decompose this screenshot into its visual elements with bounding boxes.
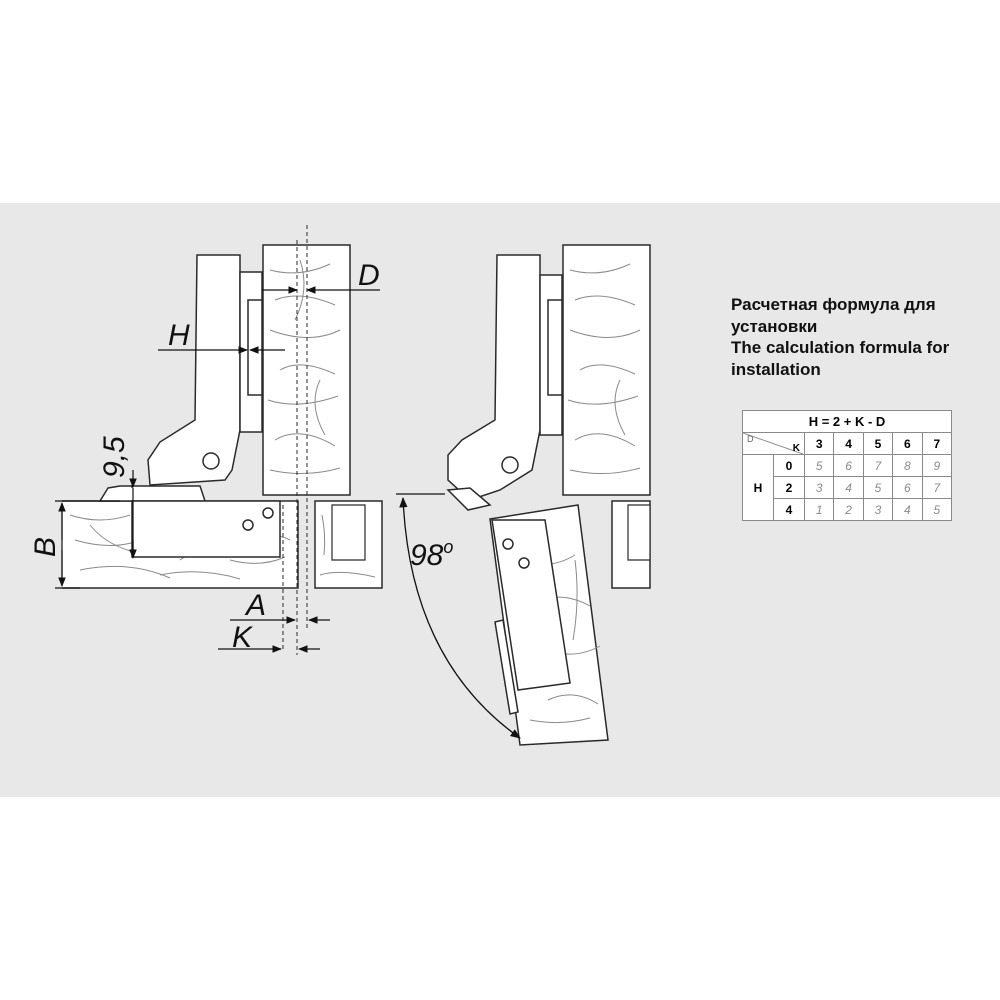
- d-value-cell: 5: [862, 432, 894, 455]
- d-value-cell: 7: [921, 432, 953, 455]
- h-row-label: H: [742, 454, 774, 521]
- door-panel-upper: [562, 244, 651, 496]
- caption-line-en-2: installation: [731, 359, 821, 379]
- k-value-cell: 2: [773, 476, 805, 499]
- k-value-cell: 0: [773, 454, 805, 477]
- d-axis-label: D: [747, 434, 754, 444]
- diagonal-divider: [743, 433, 803, 454]
- door-panel-closed: [262, 244, 351, 496]
- dimension-lines: [55, 286, 380, 653]
- h-value-cell: 5: [803, 454, 835, 477]
- h-value-cell: 2: [833, 498, 864, 521]
- dim-label-h: H: [168, 319, 190, 352]
- caption-line-en-1: The calculation formula for: [731, 338, 950, 357]
- h-value-cell: 3: [862, 498, 894, 521]
- adjacent-panel-closed: [314, 500, 383, 589]
- h-value-cell: 4: [892, 498, 923, 521]
- hinge-cup-closed: [131, 500, 281, 558]
- h-value-cell: 6: [833, 454, 864, 477]
- k-value-cell: 4: [773, 498, 805, 521]
- angle-label: 98o: [410, 537, 453, 572]
- dim-label-a: A: [244, 589, 266, 622]
- h-value-cell: 8: [892, 454, 923, 477]
- k-axis-label: K: [792, 443, 800, 454]
- closed-hinge-view: [62, 225, 383, 655]
- dim-label-k: K: [232, 621, 254, 654]
- adjacent-panel-open: [611, 500, 651, 589]
- dim-label-d: D: [358, 259, 380, 292]
- formula-header: H = 2 + K - D: [742, 410, 952, 433]
- door-opened: [489, 504, 609, 746]
- h-value-cell: 6: [892, 476, 923, 499]
- d-k-corner-cell: D K: [742, 432, 805, 455]
- h-value-cell: 7: [862, 454, 894, 477]
- d-value-cell: 3: [803, 432, 835, 455]
- open-hinge-view: [396, 244, 651, 746]
- h-value-cell: 7: [921, 476, 953, 499]
- dim-label-b: B: [29, 537, 62, 557]
- caption-line-ru-2: установки: [731, 316, 818, 336]
- h-value-cell: 4: [833, 476, 864, 499]
- hinge-arm-closed: [98, 254, 263, 502]
- h-value-cell: 5: [862, 476, 894, 499]
- d-value-cell: 4: [833, 432, 864, 455]
- h-value-cell: 5: [921, 498, 953, 521]
- formula-caption: Расчетная формула для установки The calc…: [731, 294, 981, 380]
- formula-table: H = 2 + K - D D K 3 4 5 6 7 H 0 5 6 7 8 …: [742, 410, 953, 521]
- d-value-cell: 6: [892, 432, 923, 455]
- caption-line-ru-1: Расчетная формула для: [731, 295, 936, 314]
- h-value-cell: 1: [803, 498, 835, 521]
- opening-angle-arc: [396, 493, 521, 739]
- dim-label-9-5: 9,5: [98, 436, 131, 478]
- h-value-cell: 9: [921, 454, 953, 477]
- hinge-arm-open: [446, 254, 563, 511]
- h-value-cell: 3: [803, 476, 835, 499]
